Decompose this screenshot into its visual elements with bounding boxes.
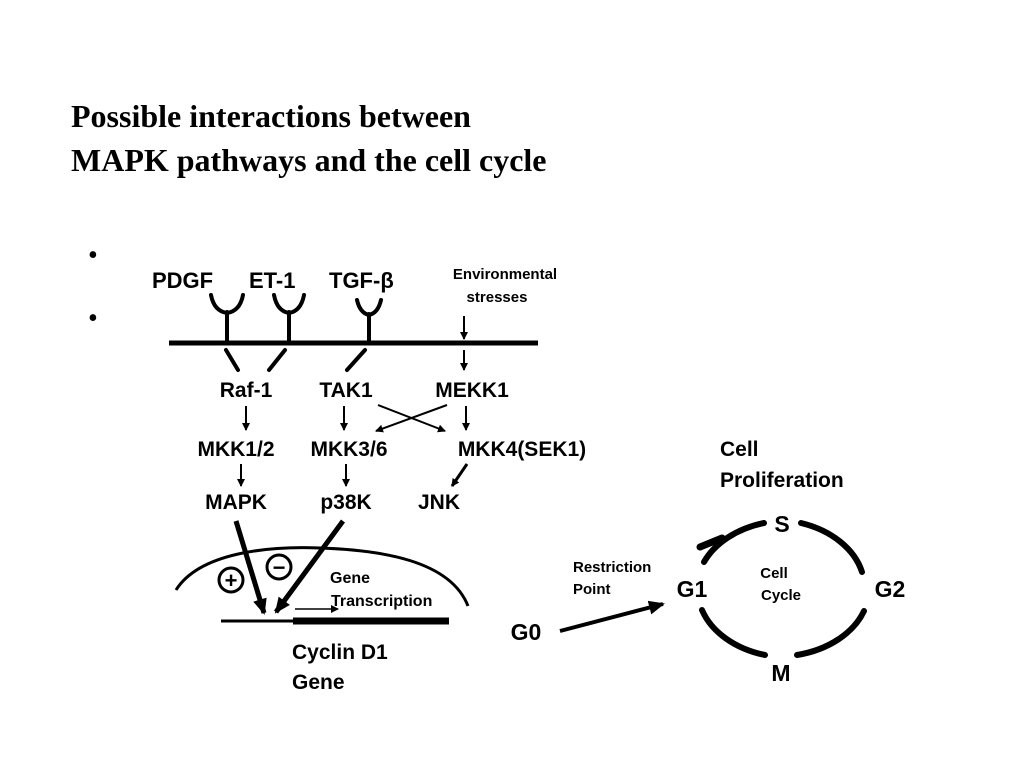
receptor-label-tgfb: TGF-β <box>329 268 394 293</box>
restriction-point-marker <box>696 534 726 551</box>
stress-label-line-1: Environmental <box>453 266 557 283</box>
kinase-mkk4-sek1: MKK4(SEK1) <box>458 438 586 461</box>
plus-sign: + <box>225 568 238 593</box>
bullet-1: • <box>88 240 98 271</box>
arrow-g0-to-g1 <box>559 600 665 633</box>
kinase-mekk1: MEKK1 <box>435 379 509 402</box>
slide-title: Possible interactions between MAPK pathw… <box>71 94 771 182</box>
cell-proliferation-line-2: Proliferation <box>720 469 844 492</box>
cyclin-d1-label-line-1: Cyclin D1 <box>292 641 388 664</box>
cell-proliferation-line-1: Cell <box>720 438 759 461</box>
phase-m: M <box>771 660 790 686</box>
phase-s: S <box>774 511 789 537</box>
phase-g2: G2 <box>875 576 906 602</box>
arrow-mapk-to-gene <box>233 520 267 615</box>
inhibition-circle-icon <box>265 553 293 581</box>
cyclin-d1-label-line-2: Gene <box>292 671 345 694</box>
phase-g1: G1 <box>677 576 708 602</box>
gene-transcription-line-2: Transcription <box>331 593 432 610</box>
stress-label-line-2: stresses <box>467 289 528 306</box>
membrane-to-kinase-lines <box>224 348 367 372</box>
cell-cycle-ring <box>699 520 867 658</box>
kinase-jnk: JNK <box>418 491 460 514</box>
arrow-mkk4-jnk <box>450 463 469 487</box>
minus-sign: − <box>273 555 286 580</box>
receptor-pdgf <box>209 293 245 344</box>
arrow-p38k-to-gene <box>273 519 346 614</box>
kinase-mkk36: MKK3/6 <box>310 438 387 461</box>
title-line-1: Possible interactions between <box>71 98 471 134</box>
restriction-point-line-2: Point <box>573 581 611 598</box>
receptor-label-pdgf: PDGF <box>152 268 213 293</box>
kinase-raf1: Raf-1 <box>220 379 273 402</box>
title-line-2: MAPK pathways and the cell cycle <box>71 142 547 178</box>
receptor-et1 <box>272 293 306 344</box>
bullet-2: • <box>88 303 98 334</box>
receptor-label-et1: ET-1 <box>249 268 295 293</box>
arrow-mekk1-mkk36-cross <box>375 404 448 433</box>
gene-transcription-line-1: Gene <box>330 570 370 587</box>
restriction-point-line-1: Restriction <box>573 559 651 576</box>
kinase-p38k: p38K <box>320 491 371 514</box>
cell-cycle-center-line-1: Cell <box>760 565 788 582</box>
kinase-tak1: TAK1 <box>319 379 373 402</box>
phase-g0: G0 <box>511 619 542 645</box>
activation-circle-icon <box>217 566 245 594</box>
kinase-mapk: MAPK <box>205 491 267 514</box>
cell-cycle-center-line-2: Cycle <box>761 587 801 604</box>
kinase-mkk12: MKK1/2 <box>197 438 274 461</box>
receptor-tgfb <box>355 298 383 344</box>
